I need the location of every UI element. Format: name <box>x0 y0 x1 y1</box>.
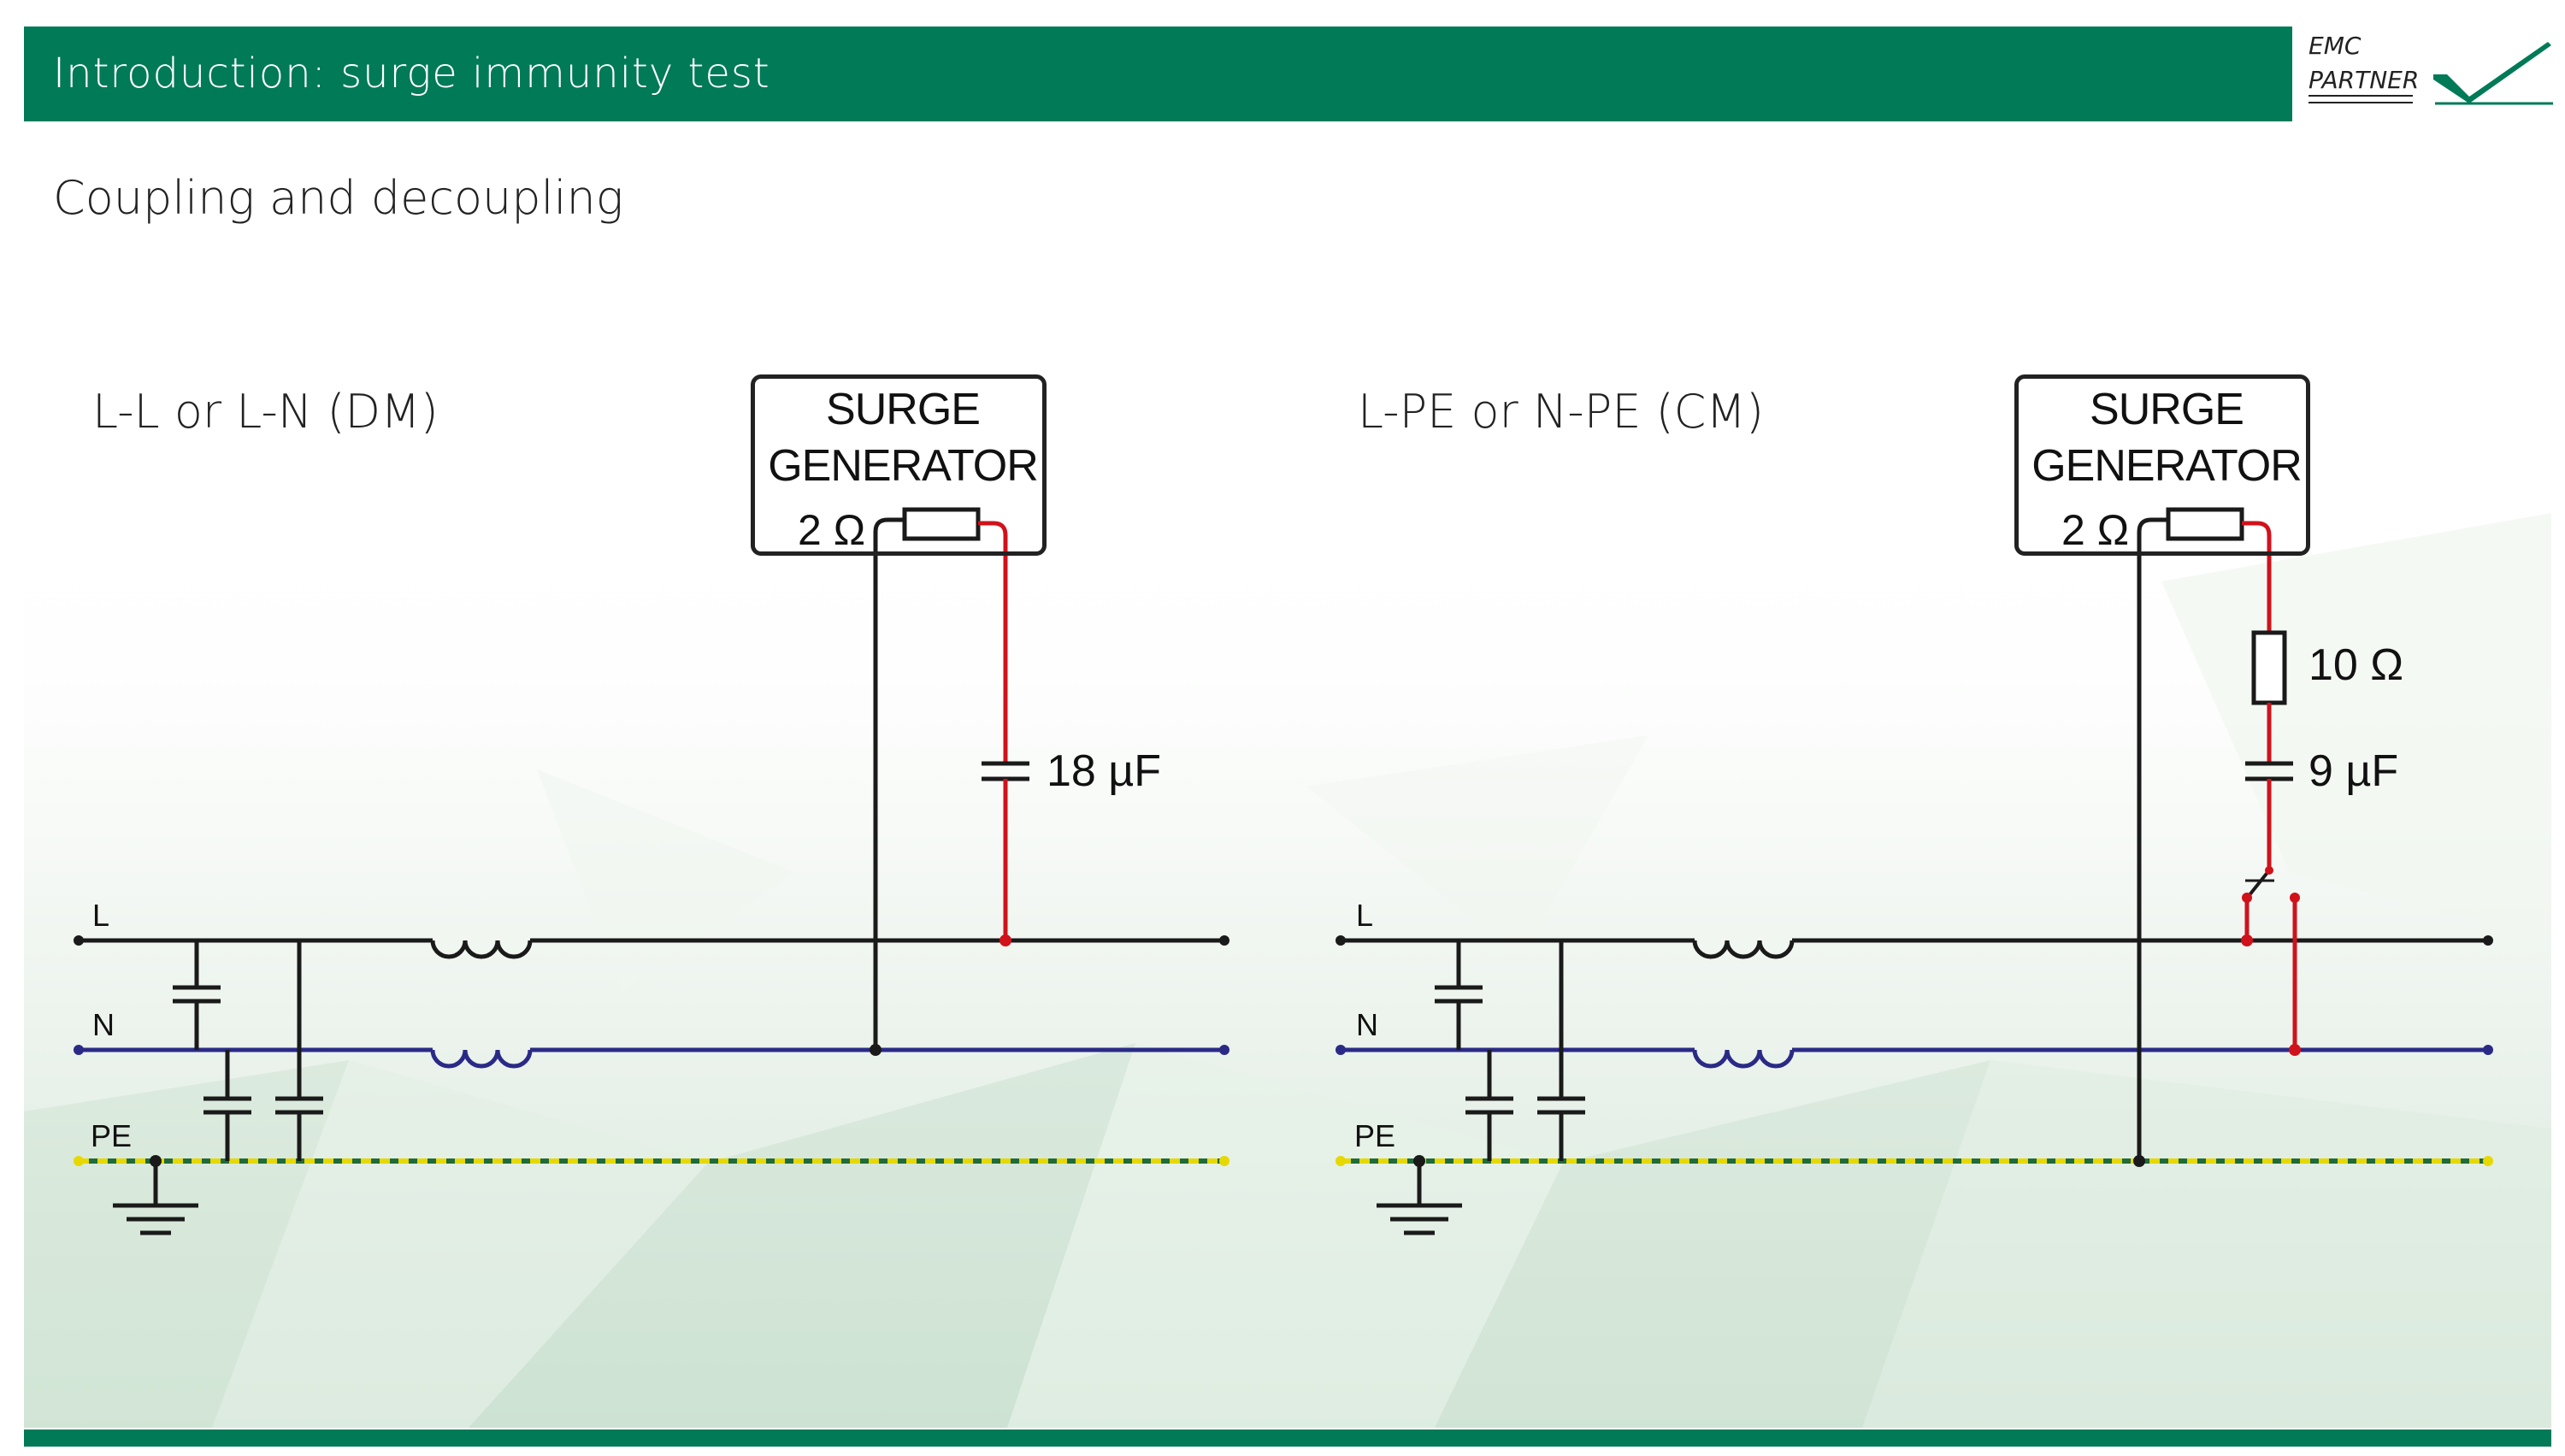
header-bar <box>24 27 2292 121</box>
left-n-label: N <box>92 1007 115 1042</box>
right-l-inductor <box>1692 940 1795 959</box>
right-coupling-capacitor <box>2245 761 2293 781</box>
right-gen-output-wire <box>2242 521 2272 633</box>
left-surge-generator-box: SURGE GENERATOR 2 Ω <box>751 374 1047 556</box>
right-gen-title-line2: GENERATOR <box>2031 441 2303 491</box>
right-filter-cap-ln <box>1435 940 1483 1050</box>
left-pe-label: PE <box>91 1118 133 1153</box>
right-filter-cap-lpe <box>1537 940 1585 1161</box>
logo-text-line2: PARTNER <box>2308 66 2420 94</box>
right-filter-cap-npe <box>1465 1050 1513 1161</box>
left-gen-output-wire <box>978 521 1008 763</box>
left-filter-cap-npe <box>203 1050 251 1161</box>
logo-text-line1: EMC <box>2308 32 2362 60</box>
right-gen-resistor <box>2166 507 2244 541</box>
page-title: Introduction: surge immunity test <box>53 50 770 97</box>
left-l-inductor <box>430 940 533 959</box>
logo-checkmark-icon <box>2308 42 2553 105</box>
right-surge-generator-box: SURGE GENERATOR 2 Ω <box>2014 374 2310 556</box>
right-gen-return-wire <box>2137 517 2168 1161</box>
right-series-resistor <box>2251 630 2287 705</box>
right-n-label: N <box>1356 1007 1378 1042</box>
right-circuit-label: L-PE or N-PE (CM) <box>1358 385 1765 439</box>
right-n-inductor <box>1692 1049 1795 1069</box>
slide-subtitle: Coupling and decoupling <box>53 171 624 225</box>
right-selector-switch-icon <box>2242 866 2300 903</box>
left-gen-title-line1: SURGE <box>826 385 981 434</box>
left-filter-cap-lpe <box>275 940 323 1161</box>
left-capacitor-label: 18 µF <box>1047 746 1162 796</box>
left-coupling-capacitor <box>982 761 1029 781</box>
left-l-label: L <box>92 898 110 933</box>
left-gen-return-wire <box>873 517 905 1050</box>
left-ground-icon <box>113 1155 198 1235</box>
right-gen-resistor-label: 2 Ω <box>2061 506 2130 554</box>
right-resistor-label: 10 Ω <box>2308 640 2404 690</box>
right-l-label: L <box>1356 898 1374 933</box>
left-gen-resistor-label: 2 Ω <box>798 506 866 554</box>
emc-partner-logo: EMC PARTNER <box>2297 27 2553 121</box>
right-circuit <box>1336 507 2493 1235</box>
left-gen-title-line2: GENERATOR <box>768 441 1039 491</box>
right-gen-title-line1: SURGE <box>2090 385 2244 434</box>
background-polygon-art <box>24 513 2551 1428</box>
left-n-inductor <box>430 1049 533 1069</box>
right-pe-label: PE <box>1354 1118 1396 1153</box>
left-circuit <box>74 507 1229 1235</box>
right-capacitor-label: 9 µF <box>2308 746 2399 796</box>
left-filter-cap-ln <box>173 940 221 1050</box>
left-circuit-label: L-L or L-N (DM) <box>92 385 439 439</box>
footer-bar <box>24 1429 2551 1447</box>
right-ground-icon <box>1377 1155 1462 1235</box>
